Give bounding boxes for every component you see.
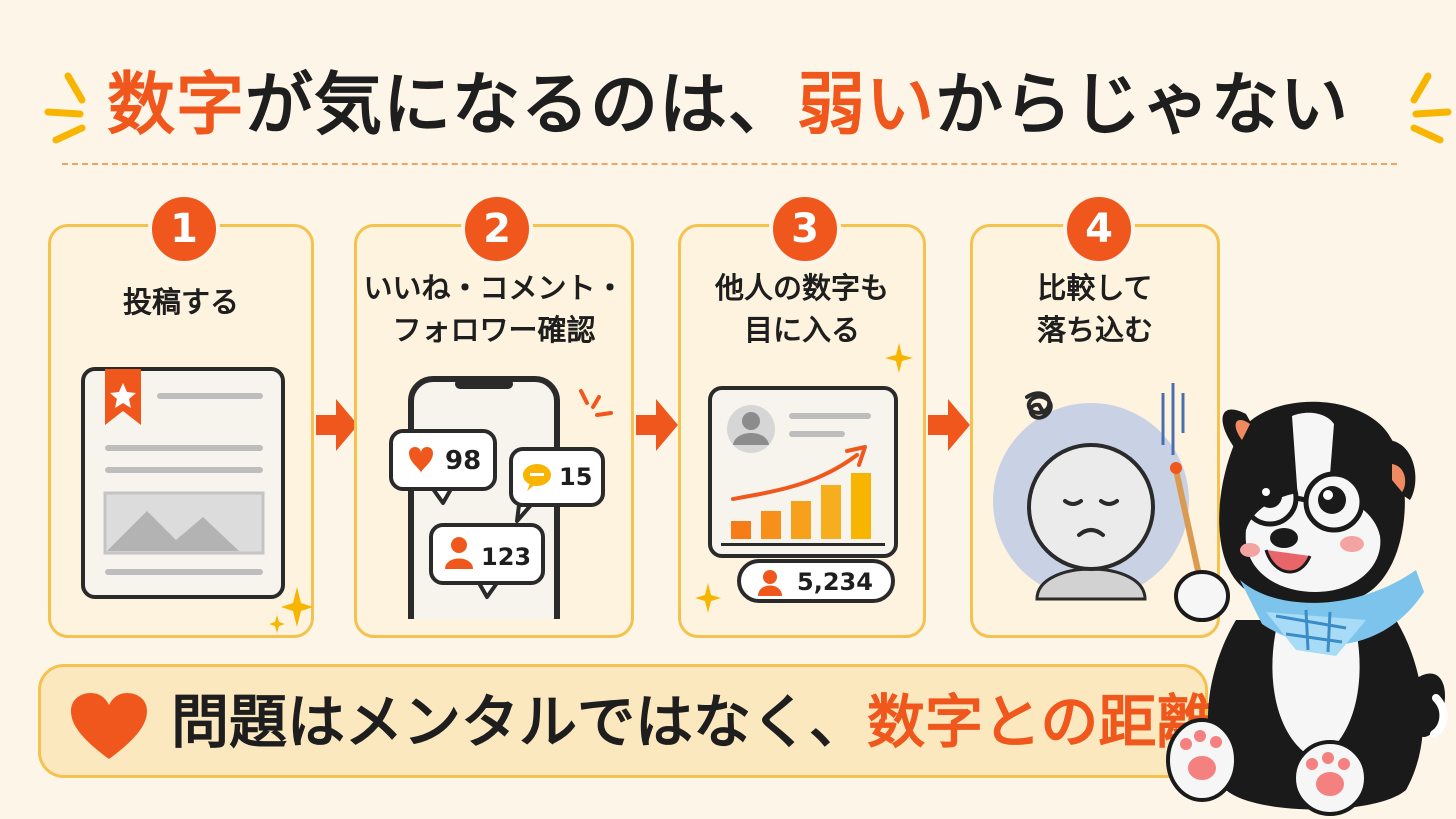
follower-count: 5,234 xyxy=(797,568,873,596)
conclusion-text: 問題はメンタルではなく、数字との距離 xyxy=(171,685,1214,759)
likes-bubble: 98 xyxy=(389,429,497,505)
step-label-3-line2: 目に入る xyxy=(743,313,860,347)
burst-right-icon xyxy=(1410,72,1452,144)
smartphone-illustration: 98 15 123 xyxy=(389,376,605,619)
mascot-dog-illustration xyxy=(1166,401,1448,816)
comments-bubble: 15 xyxy=(509,447,605,523)
followers-bubble: 123 xyxy=(429,523,545,599)
step-number-2: 2 xyxy=(461,193,533,265)
comments-count: 15 xyxy=(559,463,592,491)
step-number-1: 1 xyxy=(148,193,220,265)
follower-count-pill: 5,234 xyxy=(737,559,895,603)
title-highlight-numbers: 数字 xyxy=(106,66,245,145)
sparkle-icon xyxy=(885,343,913,373)
step-number-4: 4 xyxy=(1063,193,1135,265)
profile-growth-card xyxy=(708,386,898,558)
sparkle-icon xyxy=(269,587,313,633)
step-label-4-line2: 落ち込む xyxy=(1036,313,1153,347)
person-icon xyxy=(758,570,782,596)
step-card-4: 4 比較して 落ち込む xyxy=(970,193,1220,638)
step-label-2-line1: いいね・コメント・ xyxy=(363,271,625,305)
post-document-icon xyxy=(81,367,285,599)
step-label-4-line1: 比較して xyxy=(1037,271,1153,305)
arrow-right-icon xyxy=(636,399,678,451)
sparkle-icon xyxy=(695,583,721,613)
title-highlight-weak: 弱い xyxy=(797,66,936,145)
conclusion-banner: 問題はメンタルではなく、数字との距離 xyxy=(38,664,1214,778)
step-label-2: いいね・コメント・ フォロワー確認 xyxy=(357,267,631,351)
step-card-1: 1 投稿する xyxy=(48,193,314,638)
conclusion-highlight: 数字との距離 xyxy=(867,688,1215,756)
step-label-1-line1: 投稿する xyxy=(122,285,239,319)
burst-left-icon xyxy=(44,72,86,144)
followers-count: 123 xyxy=(481,543,531,571)
notification-burst-icon xyxy=(579,389,613,417)
heart-icon xyxy=(71,693,147,759)
step-card-2: 2 いいね・コメント・ フォロワー確認 98 15 123 xyxy=(354,193,634,638)
title-text-1: が気になるのは、 xyxy=(244,66,797,145)
step-number-3: 3 xyxy=(769,193,841,265)
arrow-right-icon xyxy=(928,399,970,451)
page-title: 数字が気になるのは、弱いからじゃない xyxy=(0,58,1456,154)
step-label-3-line1: 他人の数字も xyxy=(714,271,889,305)
step-label-2-line2: フォロワー確認 xyxy=(392,313,596,347)
title-text-2: からじゃない xyxy=(935,66,1350,145)
conclusion-text-1: 問題はメンタルではなく、 xyxy=(171,688,868,756)
title-divider xyxy=(62,163,1397,165)
sad-person-illustration xyxy=(993,383,1189,601)
step-label-4: 比較して 落ち込む xyxy=(973,267,1217,351)
arrow-right-icon xyxy=(316,399,358,451)
step-label-1: 投稿する xyxy=(51,281,311,323)
step-label-3: 他人の数字も 目に入る xyxy=(681,267,923,351)
likes-count: 98 xyxy=(445,446,481,476)
step-card-3: 3 他人の数字も 目に入る 5,234 xyxy=(678,193,926,638)
